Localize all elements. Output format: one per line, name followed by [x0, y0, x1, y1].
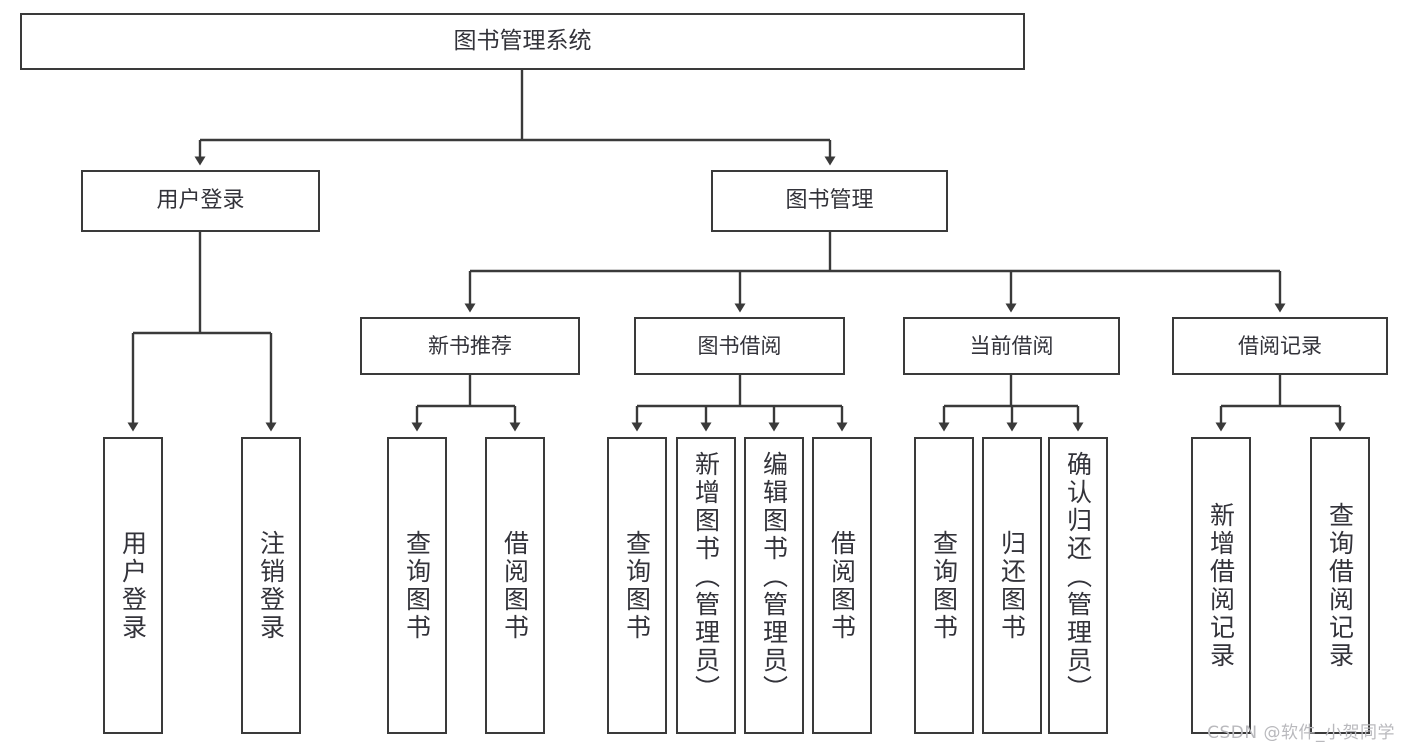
- node-label: 查询图书: [929, 529, 959, 642]
- leaf-node-return-book[interactable]: 归还图书: [982, 437, 1042, 734]
- node-label: 查询图书: [622, 529, 652, 642]
- node-label: 确认归还（管理员）: [1063, 451, 1093, 703]
- node-label: 查询借阅记录: [1325, 501, 1355, 670]
- leaf-node-edit-book-admin[interactable]: 编辑图书（管理员）: [744, 437, 804, 734]
- node-label: 图书管理系统: [453, 28, 592, 55]
- leaf-node-query-book-borrow[interactable]: 查询图书: [607, 437, 667, 734]
- node-label: 新增图书（管理员）: [691, 451, 721, 703]
- leaf-node-logout[interactable]: 注销登录: [241, 437, 301, 734]
- node-label: 当前借阅: [969, 333, 1054, 358]
- leaf-node-add-book-admin[interactable]: 新增图书（管理员）: [676, 437, 736, 734]
- node-new-book-recommend[interactable]: 新书推荐: [360, 317, 580, 375]
- leaf-node-query-book-current[interactable]: 查询图书: [914, 437, 974, 734]
- leaf-node-confirm-return-admin[interactable]: 确认归还（管理员）: [1048, 437, 1108, 734]
- leaf-node-user-login[interactable]: 用户登录: [103, 437, 163, 734]
- node-label: 借阅记录: [1238, 333, 1322, 358]
- node-root-system[interactable]: 图书管理系统: [20, 13, 1025, 70]
- node-borrow-record[interactable]: 借阅记录: [1172, 317, 1388, 375]
- node-label: 编辑图书（管理员）: [759, 451, 789, 703]
- node-book-borrow[interactable]: 图书借阅: [634, 317, 845, 375]
- node-label: 用户登录: [118, 529, 148, 642]
- node-label: 新书推荐: [428, 333, 512, 358]
- node-current-borrow[interactable]: 当前借阅: [903, 317, 1120, 375]
- node-label: 借阅图书: [827, 529, 857, 642]
- leaf-node-add-borrow-record[interactable]: 新增借阅记录: [1191, 437, 1251, 734]
- node-label: 新增借阅记录: [1206, 501, 1236, 670]
- node-label: 查询图书: [402, 529, 432, 642]
- leaf-node-query-borrow-record[interactable]: 查询借阅记录: [1310, 437, 1370, 734]
- node-label: 用户登录: [156, 188, 245, 214]
- leaf-node-borrow-book-newbook[interactable]: 借阅图书: [485, 437, 545, 734]
- node-label: 注销登录: [256, 529, 286, 642]
- leaf-node-query-book-newbook[interactable]: 查询图书: [387, 437, 447, 734]
- node-label: 图书管理: [785, 188, 874, 214]
- watermark-text: CSDN @软件_小贺同学: [1207, 723, 1395, 743]
- node-label: 图书借阅: [697, 333, 782, 358]
- node-book-management[interactable]: 图书管理: [711, 170, 948, 232]
- node-label: 归还图书: [997, 529, 1027, 642]
- node-user-login[interactable]: 用户登录: [81, 170, 320, 232]
- node-label: 借阅图书: [500, 529, 530, 642]
- leaf-node-borrow-book[interactable]: 借阅图书: [812, 437, 872, 734]
